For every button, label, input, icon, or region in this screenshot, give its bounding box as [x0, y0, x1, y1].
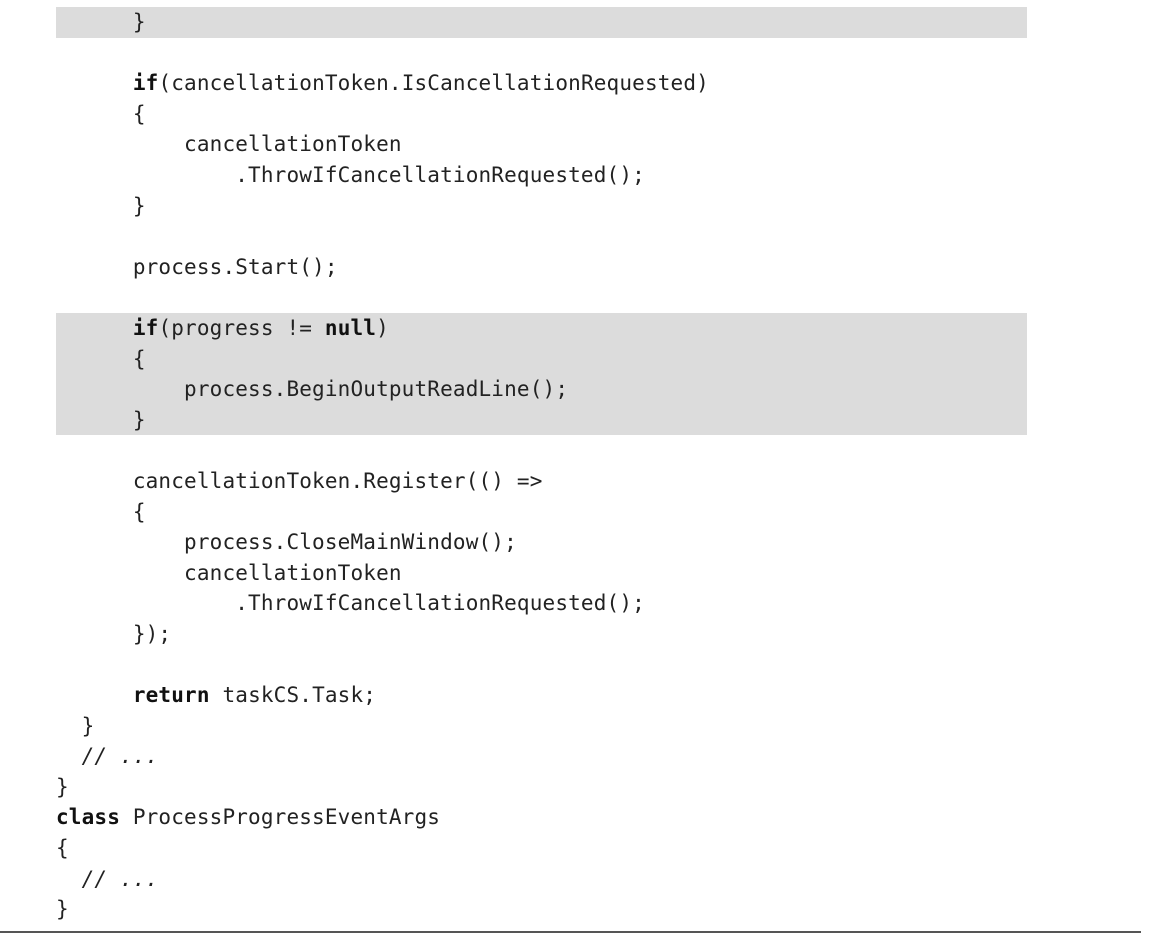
- code-line: // ...: [56, 864, 1027, 895]
- code-line: process.Start();: [56, 252, 1027, 283]
- code-text: cancellationToken.Register(() =>: [56, 468, 543, 493]
- code-line: [56, 221, 1027, 252]
- code-line: }: [56, 772, 1027, 803]
- code-text: {: [56, 346, 146, 371]
- code-line: }: [56, 191, 1027, 222]
- code-line: cancellationToken: [56, 558, 1027, 589]
- code-comment: // ...: [81, 866, 159, 891]
- code-text: .ThrowIfCancellationRequested();: [56, 591, 645, 616]
- highlighted-code-line: process.BeginOutputReadLine();: [56, 374, 1027, 405]
- code-keyword: class: [56, 805, 121, 830]
- code-line: cancellationToken: [56, 129, 1027, 160]
- code-line: if(cancellationToken.IsCancellationReque…: [56, 68, 1027, 99]
- code-text: [56, 744, 82, 768]
- highlighted-code-line: {: [56, 343, 1027, 375]
- code-line: [56, 38, 1027, 69]
- code-line: [56, 282, 1027, 313]
- code-text: ProcessProgressEventArgs: [120, 805, 441, 830]
- code-text: }: [56, 193, 146, 218]
- code-line: }: [56, 711, 1027, 742]
- code-comment: // ...: [81, 744, 159, 769]
- code-text: [56, 867, 82, 891]
- code-text: process.CloseMainWindow();: [56, 530, 517, 555]
- code-line: .ThrowIfCancellationRequested();: [56, 588, 1027, 619]
- code-text: }: [56, 897, 69, 922]
- code-line: process.CloseMainWindow();: [56, 527, 1027, 558]
- code-text: .ThrowIfCancellationRequested();: [56, 162, 645, 187]
- code-line: [56, 649, 1027, 680]
- highlighted-code-line: }: [56, 7, 1027, 38]
- code-text: {: [56, 499, 146, 524]
- code-text: [56, 683, 133, 707]
- code-keyword: if: [132, 71, 159, 96]
- highlighted-code-line: if(progress != null): [56, 312, 1027, 344]
- code-text: cancellationToken: [56, 560, 402, 585]
- code-listing: } if(cancellationToken.IsCancellationReq…: [56, 7, 1027, 925]
- code-text: [56, 316, 133, 340]
- code-line: class ProcessProgressEventArgs: [56, 802, 1027, 833]
- code-line: {: [56, 99, 1027, 130]
- code-line: [56, 435, 1027, 466]
- code-text: [56, 71, 133, 95]
- highlighted-code-line: }: [56, 404, 1027, 436]
- code-line: // ...: [56, 741, 1027, 772]
- code-line: });: [56, 619, 1027, 650]
- page-bottom-rule: [0, 931, 1141, 933]
- code-line: }: [56, 894, 1027, 925]
- code-line: return taskCS.Task;: [56, 680, 1027, 711]
- code-text: (progress !=: [158, 315, 325, 340]
- code-keyword: return: [132, 683, 210, 708]
- code-text: {: [56, 101, 146, 126]
- code-text: {: [56, 836, 69, 861]
- code-text: taskCS.Task;: [209, 683, 377, 708]
- code-line: cancellationToken.Register(() =>: [56, 466, 1027, 497]
- code-text: });: [56, 621, 172, 646]
- code-line: {: [56, 497, 1027, 528]
- code-text: }: [56, 407, 146, 432]
- code-keyword: if: [132, 315, 159, 340]
- code-text: }: [56, 10, 146, 34]
- code-text: }: [56, 713, 95, 738]
- code-keyword: null: [324, 315, 377, 340]
- code-text: (cancellationToken.IsCancellationRequest…: [158, 71, 709, 96]
- code-text: ): [376, 315, 389, 340]
- code-text: process.BeginOutputReadLine();: [56, 377, 569, 402]
- code-text: cancellationToken: [56, 132, 402, 157]
- code-text: }: [56, 774, 69, 799]
- code-line: .ThrowIfCancellationRequested();: [56, 160, 1027, 191]
- code-text: process.Start();: [56, 254, 338, 279]
- code-line: {: [56, 833, 1027, 864]
